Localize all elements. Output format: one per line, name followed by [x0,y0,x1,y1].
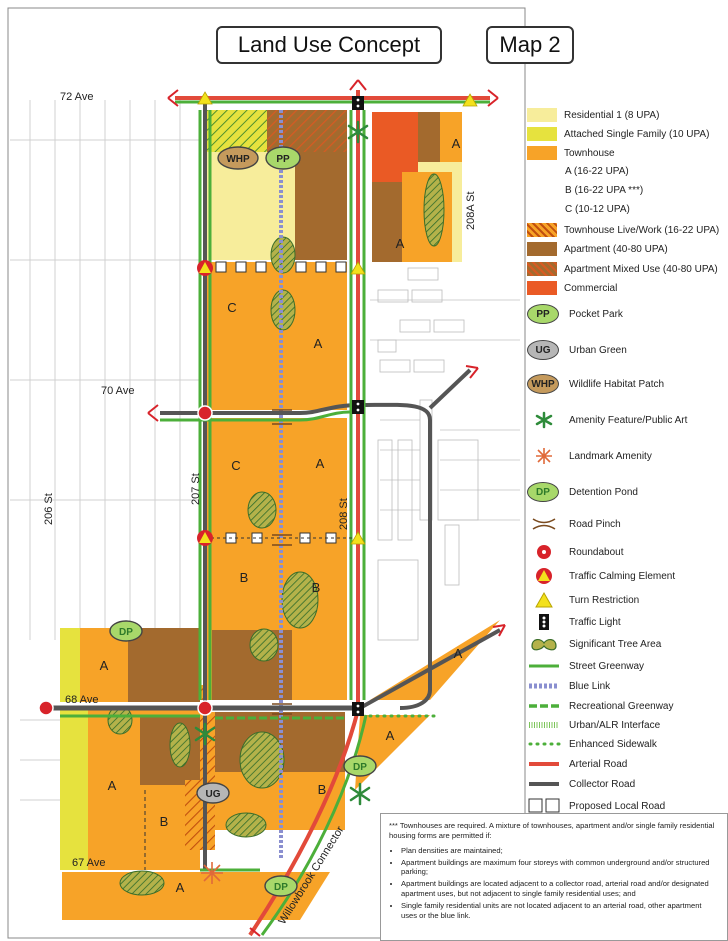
amenity-features [194,120,371,806]
legend-townhouse-a: A (16-22 UPA) [565,166,629,177]
street-label-72-ave: 72 Ave [60,91,93,103]
map-label-b: B [240,570,249,585]
map-label-b: B [318,782,327,797]
map-label-c: C [227,300,236,315]
apartment-block [295,152,347,260]
legend-landmark: Landmark Amenity [527,446,652,466]
street-label-208a-st: 208A St [465,191,477,230]
significant-tree-areas [107,173,445,896]
map-label-dp: DP [274,882,288,893]
turn-restriction-icon [527,590,561,610]
map-label-a: A [316,456,325,471]
legend-apartment: Apartment (40-80 UPA) [527,242,668,256]
turn-restrictions [197,91,478,545]
map-label-a: A [454,646,463,661]
notes-item: Plan densities are maintained; [401,846,719,856]
legend-commercial: Commercial [527,281,617,295]
traffic-light-icon [527,612,561,632]
legend-blue-link: Blue Link [529,680,611,692]
legend-pocket-park: PP Pocket Park [527,304,623,324]
townhouse-block-mid [205,418,347,540]
map-label-c: C [231,458,240,473]
legend-arterial-road: Arterial Road [529,758,628,770]
legend-urban-alr: Urban/ALR Interface [529,719,661,731]
map-label-ug: UG [206,789,221,800]
legend-roundabout: Roundabout [527,542,624,562]
street-label-67-ave: 67 Ave [72,857,105,869]
legend-urban-green: UG Urban Green [527,340,627,360]
street-label-68-ave: 68 Ave [65,694,98,706]
landmark-icon [527,446,561,466]
notes-item: Apartment buildings are maximum four sto… [401,858,719,878]
legend-apartment-mixed-use: Apartment Mixed Use (40-80 UPA) [527,262,718,276]
amenity-icon [527,410,561,430]
street-label-208-st: 208 St [338,498,350,530]
map-label-a: A [108,778,117,793]
landmark-amenity [201,862,223,884]
map-label-dp: DP [119,627,133,638]
legend-recreational-greenway: Recreational Greenway [529,700,674,712]
street-label-206-st: 206 St [43,493,55,525]
swatch-residential1 [527,108,557,122]
townhouse-block-north [205,262,347,410]
legend-traffic-calming: Traffic Calming Element [527,566,675,586]
density-letters: A A C A C A B B A A A A B B A [100,136,463,895]
legend-traffic-light: Traffic Light [527,612,621,632]
street-label-207-st: 207 St [190,473,202,505]
notes-box: *** Townhouses are required. A mixture o… [380,813,728,941]
roundabouts [38,405,213,716]
legend-amenity: Amenity Feature/Public Art [527,410,687,430]
traffic-calming-icon [527,566,561,586]
legend-street-greenway: Street Greenway [529,660,645,672]
context-lots [377,267,479,641]
traffic-calming-elements [197,260,213,546]
road-pinches [272,409,292,715]
map-label-a: A [314,336,323,351]
map-label-a: A [176,880,185,895]
notes-intro: *** Townhouses are required. A mixture o… [389,821,715,840]
notes-list: Plan densities are maintained; Apartment… [389,846,719,921]
map-number: Map 2 [486,26,574,64]
map-label-a: A [452,136,461,151]
legend-attached-single-family: Attached Single Family (10 UPA) [527,127,709,141]
map-ovals [109,146,377,897]
street-greenways [60,110,351,872]
legend-detention-pond: DP Detention Pond [527,482,638,502]
map-label-dp: DP [353,762,367,773]
legend-collector-road: Collector Road [529,778,636,790]
legend-turn-restriction: Turn Restriction [527,590,639,610]
residential1-block [205,152,267,260]
map-label-a: A [100,658,109,673]
map-label-b: B [312,580,321,595]
legend-enhanced-sidewalk: Enhanced Sidewalk [528,738,657,750]
notes-item: Single family residential units are not … [401,901,719,921]
legend-local-road: Proposed Local Road [527,796,665,816]
map-label-a: A [386,728,395,743]
legend-residential1: Residential 1 (8 UPA) [527,108,659,122]
commercial-block [372,112,418,182]
street-label-70-ave: 70 Ave [101,385,134,397]
map-label-whp: WHP [226,154,250,165]
map-label-b: B [160,814,169,829]
attached-single-family-patch [205,110,267,152]
legend-townhouse-b: B (16-22 UPA ***) [565,185,644,196]
context-streets [10,100,520,801]
legend-townhouse: Townhouse [527,146,615,160]
tree-area-icon [527,634,561,654]
notes-item: Apartment buildings are located adjacent… [401,879,719,899]
road-pinch-icon [527,514,561,534]
legend-townhouse-live-work: Townhouse Live/Work (16-22 UPA) [527,223,719,237]
map-label-pp: PP [276,154,290,165]
traffic-lights [352,96,364,716]
legend-wildlife-habitat: WHP Wildlife Habitat Patch [527,374,664,394]
roundabout-icon [527,542,561,562]
legend-tree-area: Significant Tree Area [527,634,661,654]
map-title: Land Use Concept [216,26,442,64]
legend-townhouse-c: C (10-12 UPA) [565,204,630,215]
legend-road-pinch: Road Pinch [527,514,621,534]
map-label-a: A [396,236,405,251]
road-end-arrows [147,79,506,937]
